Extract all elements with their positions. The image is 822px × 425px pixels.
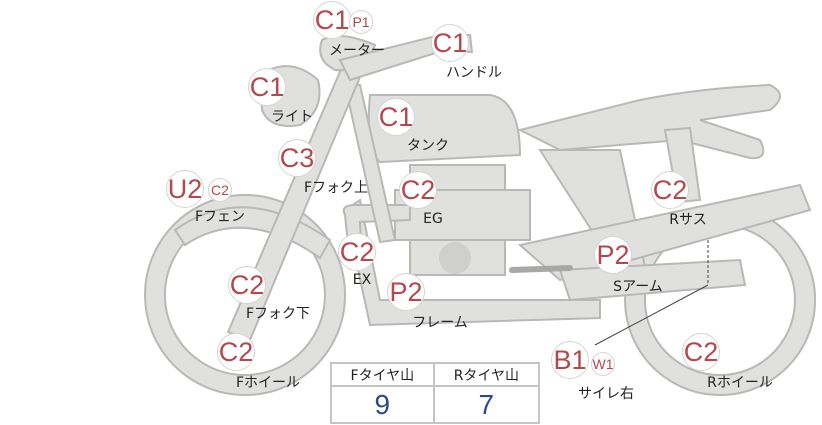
- front-tire-value: 9: [330, 385, 435, 424]
- swingarm-label: Sアーム: [613, 279, 663, 295]
- light-label: ライト: [271, 109, 313, 125]
- ex-label: EX: [352, 272, 372, 288]
- ffender-grade-badge: U2: [166, 170, 204, 208]
- ffork-upper-grade-badge: C3: [278, 139, 316, 177]
- light-grade-badge: C1: [248, 68, 286, 106]
- seat: [517, 83, 781, 160]
- rear-tire-header: Rタイヤ山: [432, 362, 541, 387]
- ffork-upper-label: Fフォク上: [303, 180, 369, 196]
- frame-grade-badge: P2: [387, 273, 425, 311]
- handle-label: ハンドル: [446, 65, 502, 81]
- frame-label: フレーム: [412, 315, 468, 331]
- meter-grade-badge: C1: [313, 1, 351, 39]
- eg-grade-badge: C2: [399, 171, 437, 209]
- rsus-label: Rサス: [669, 212, 707, 228]
- tank-label: タンク: [407, 138, 449, 154]
- swingarm-grade-badge: P2: [594, 236, 632, 274]
- meter-sub-grade-badge: P1: [349, 10, 373, 34]
- handle-grade-badge: C1: [431, 24, 469, 62]
- rsus-grade-badge: C2: [651, 171, 689, 209]
- fwheel-label: Fホイール: [235, 375, 301, 391]
- eg-label: EG: [423, 211, 443, 227]
- ex-grade-badge: C2: [338, 233, 376, 271]
- muffler-right-sub-grade-badge: W1: [591, 352, 615, 376]
- tank-grade-badge: C1: [377, 98, 415, 136]
- rwheel-grade-badge: C2: [682, 333, 720, 371]
- muffler-right-label: サイレ右: [578, 386, 634, 402]
- front-tire-header: Fタイヤ山: [330, 362, 435, 387]
- ffender-label: Fフェン: [194, 209, 246, 225]
- meter-label: メーター: [329, 43, 385, 59]
- rear-tire-value: 7: [432, 385, 541, 424]
- ffork-lower-grade-badge: C2: [228, 266, 266, 304]
- fwheel-grade-badge: C2: [217, 333, 255, 371]
- ffender-sub-grade-badge: C2: [208, 178, 232, 202]
- ffork-lower-label: Fフォク下: [245, 306, 311, 322]
- rwheel-label: Rホイール: [707, 375, 773, 391]
- muffler-right-grade-badge: B1: [551, 341, 589, 379]
